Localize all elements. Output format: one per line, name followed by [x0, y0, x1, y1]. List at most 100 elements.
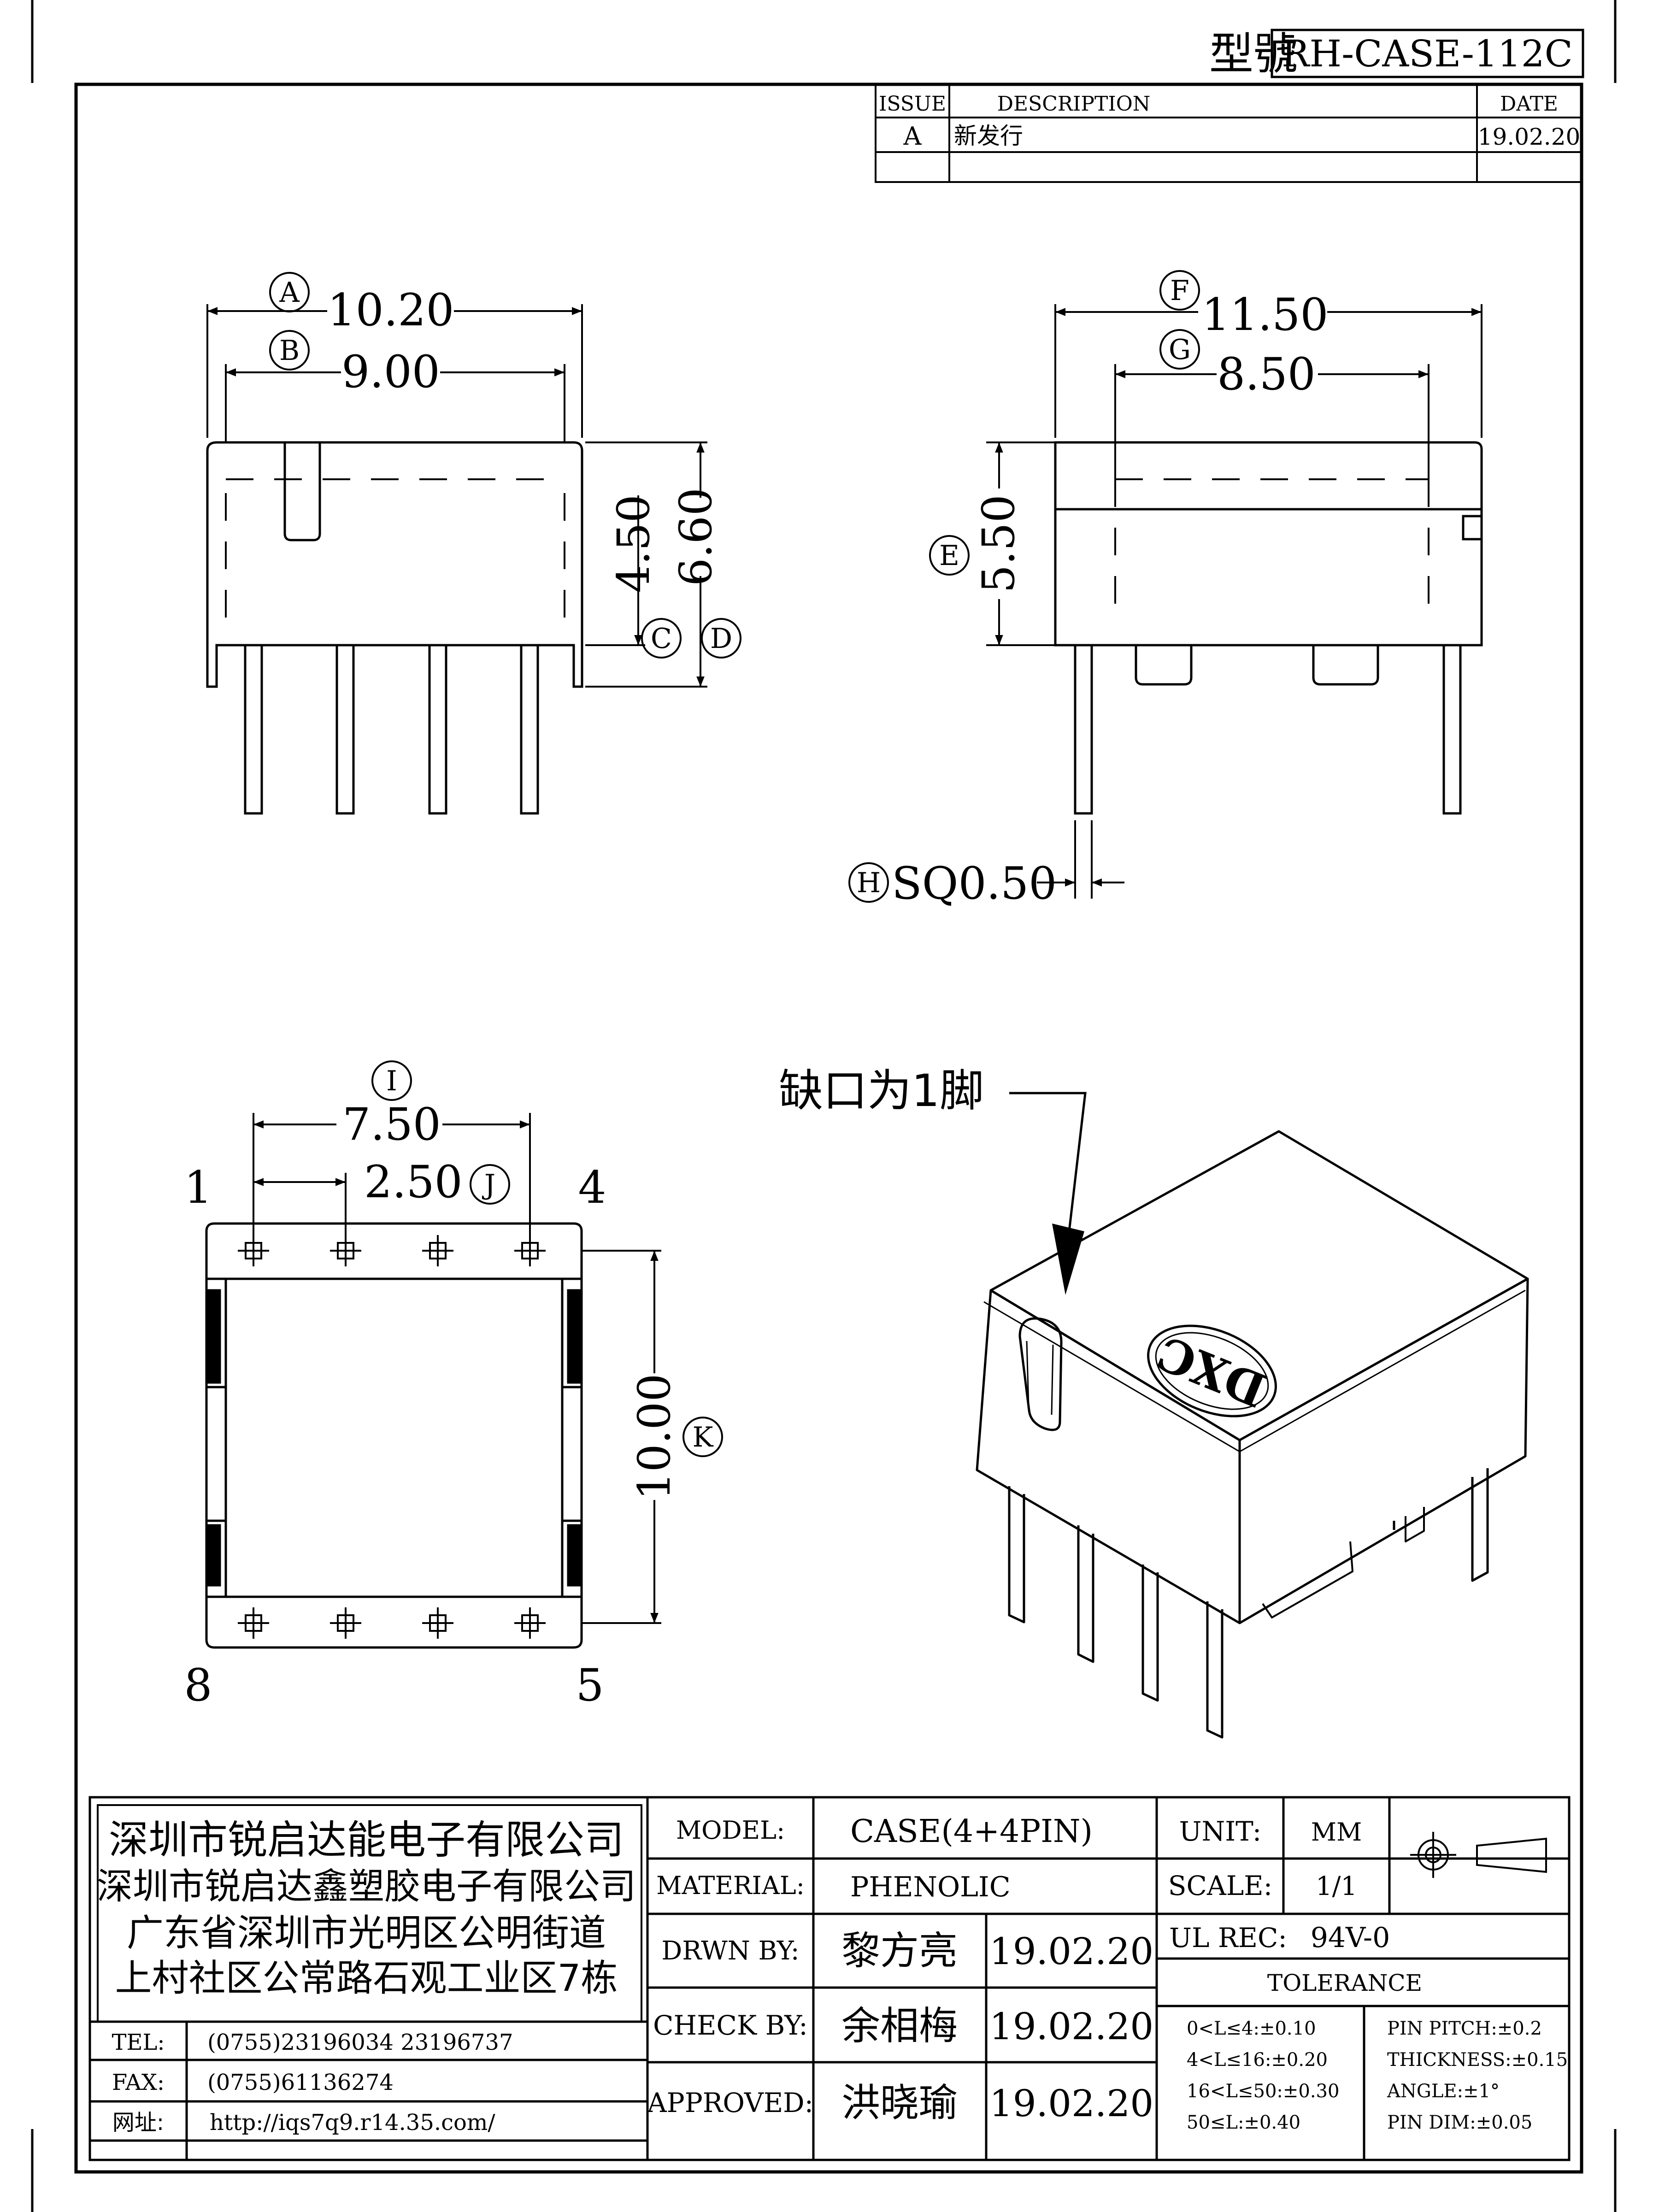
model-field-label: MODEL: — [676, 1816, 785, 1845]
dim-k-value: 10.00 — [629, 1374, 680, 1500]
dim-e-value: 5.50 — [973, 494, 1024, 593]
dim-e-letter: E — [939, 540, 959, 572]
tol-right-2: THICKNESS:±0.15 — [1387, 2049, 1568, 2071]
front-view: A 10.20 B 9.00 — [206, 272, 741, 815]
iso-logo-oval — [1147, 1324, 1277, 1418]
dim-g-value: 8.50 — [1217, 348, 1316, 400]
pin-2 — [330, 1235, 361, 1266]
drawing-frame — [31, 0, 1617, 2212]
dim-f-letter: F — [1170, 275, 1189, 307]
dim-h-value: SQ0.50 — [892, 858, 1057, 909]
tel-label: TEL: — [112, 2030, 165, 2055]
dim-a: A 10.20 — [206, 272, 583, 438]
bottom-view: 1 4 8 5 I 7.50 2.50 J — [184, 1060, 723, 1711]
unit-label: UNIT: — [1179, 1816, 1262, 1847]
dim-i-letter: I — [386, 1065, 397, 1097]
dim-a-value: 10.20 — [328, 284, 454, 336]
dim-h: H SQ0.50 — [848, 820, 1124, 909]
dim-j-letter: J — [482, 1169, 495, 1201]
rev-row-issue: A — [903, 122, 922, 151]
tol-right-4: PIN DIM:±0.05 — [1387, 2112, 1532, 2133]
notch-note-text: 缺口为1脚 — [779, 1065, 984, 1117]
scale-label: SCALE: — [1168, 1870, 1272, 1901]
border — [74, 82, 1583, 2174]
check-field-label: CHECK BY: — [653, 2010, 808, 2041]
dim-c-d: 4.50 6.60 C D — [585, 441, 741, 688]
corner-marks — [31, 0, 1617, 2212]
bottom-pins — [238, 1235, 546, 1639]
dim-b: B 9.00 — [225, 330, 565, 442]
material-value: PHENOLIC — [850, 1871, 1011, 1903]
tel-value: (0755)23196034 23196737 — [207, 2030, 513, 2055]
web-label: 网址: — [112, 2110, 164, 2136]
approved-by: 洪晓瑜 — [841, 2080, 958, 2125]
company-name-2: 深圳市锐启达鑫塑胶电子有限公司 — [97, 1866, 636, 1907]
ul-label: UL REC: — [1169, 1922, 1287, 1953]
company-address-2: 上村社区公常路石观工业区7栋 — [115, 1957, 618, 2000]
pin-3 — [422, 1235, 453, 1266]
revision-table: ISSUE DESCRIPTION DATE A 新发行 19.02.20 — [875, 83, 1583, 183]
side-standoff-right — [1312, 645, 1379, 686]
rev-col-date: DATE — [1500, 92, 1558, 116]
dim-k: 10.00 K — [582, 1250, 723, 1624]
rev-row-date: 19.02.20 — [1478, 124, 1581, 150]
dim-k-letter: K — [693, 1421, 714, 1453]
pin-label-8: 8 — [184, 1659, 212, 1711]
dim-d-value: 6.60 — [670, 488, 722, 586]
web-value: http://iqs7q9.r14.35.com/ — [210, 2110, 495, 2136]
side-pin-left — [1074, 644, 1093, 815]
front-pins — [244, 644, 539, 815]
dim-i: I 7.50 — [253, 1060, 531, 1240]
company-name-1: 深圳市锐启达能电子有限公司 — [109, 1817, 624, 1863]
model-header: 型號 RH-CASE-112C — [1209, 28, 1584, 80]
scale-value: 1/1 — [1316, 1871, 1357, 1901]
dim-h-letter: H — [857, 867, 881, 899]
side-pin-right — [1442, 644, 1462, 815]
side-standoff-left — [1135, 645, 1193, 686]
drawn-by: 黎方亮 — [841, 1928, 958, 1973]
dim-g: G 8.50 — [1114, 329, 1430, 479]
projection-symbol — [1410, 1832, 1547, 1878]
pin-7 — [330, 1607, 361, 1639]
tol-left-4: 50≤L:±0.40 — [1187, 2112, 1300, 2133]
drawn-date: 19.02.20 — [989, 1930, 1153, 1973]
tol-right-3: ANGLE:±1° — [1387, 2081, 1500, 2102]
iso-logo-text: DXC — [1150, 1325, 1274, 1418]
pin-label-5: 5 — [576, 1659, 604, 1711]
tol-left-3: 16<L≤50:±0.30 — [1187, 2081, 1339, 2102]
iso-notch — [1018, 1317, 1063, 1431]
notch-note: 缺口为1脚 — [779, 1065, 1087, 1295]
dim-j: 2.50 J — [253, 1156, 510, 1240]
bottom-core-window — [224, 1277, 564, 1598]
front-body-outline — [206, 441, 583, 688]
tol-left-2: 4<L≤16:±0.20 — [1187, 2049, 1328, 2071]
dim-g-letter: G — [1169, 334, 1191, 366]
pin-8 — [238, 1607, 269, 1639]
check-date: 19.02.20 — [989, 2005, 1153, 2048]
ul-value: 94V-0 — [1311, 1922, 1390, 1954]
dim-j-value: 2.50 — [364, 1156, 463, 1208]
pin-label-1: 1 — [184, 1162, 212, 1213]
company-address-1: 广东省深圳市光明区公明街道 — [127, 1912, 606, 1954]
drawn-field-label: DRWN BY: — [661, 1936, 799, 1966]
rev-col-issue: ISSUE — [879, 92, 946, 116]
front-notch — [283, 442, 321, 541]
side-view: F 11.50 G 8.50 E 5.50 — [848, 270, 1483, 909]
pin-4 — [514, 1235, 546, 1266]
isometric-view — [976, 1130, 1529, 1739]
model-value: CASE(4+4PIN) — [850, 1813, 1093, 1850]
check-by: 余相梅 — [841, 2003, 958, 2048]
approved-field-label: APPROVED: — [647, 2087, 813, 2118]
material-field-label: MATERIAL: — [656, 1871, 805, 1900]
dim-d-letter: D — [710, 623, 732, 655]
unit-value: MM — [1311, 1818, 1362, 1847]
dim-c-value: 4.50 — [608, 494, 659, 593]
dim-f: F 11.50 — [1054, 270, 1483, 438]
fax-label: FAX: — [112, 2070, 165, 2095]
model-label: 型號 — [1209, 28, 1298, 80]
dim-b-letter: B — [279, 335, 300, 367]
approved-date: 19.02.20 — [989, 2082, 1153, 2125]
side-body-outline — [1054, 441, 1483, 647]
pin-6 — [422, 1607, 453, 1639]
